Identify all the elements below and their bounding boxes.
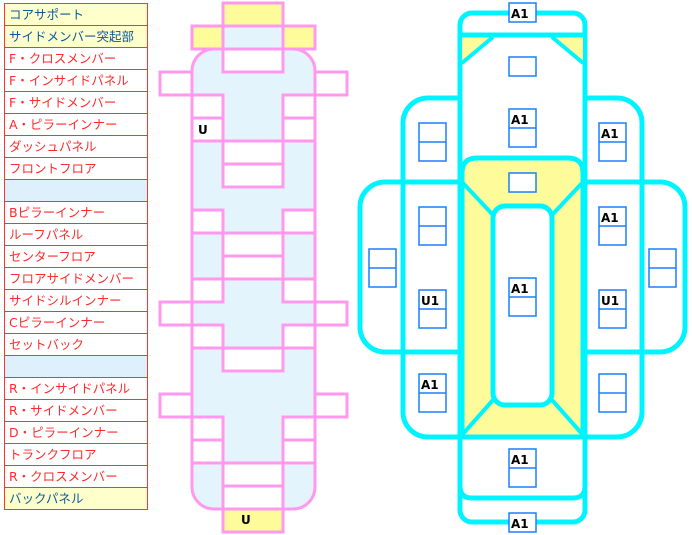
label-box [508,2,537,23]
label-box [508,172,537,193]
part-name: A・ピラーインナー [4,113,148,136]
part-name [4,355,148,378]
damage-label: A1 [511,7,529,21]
part-name: Bピラーインナー [4,201,148,224]
part-name: Cピラーインナー [4,311,148,334]
frame-cell [190,277,225,304]
frame-cell [190,116,225,143]
diagonal [460,35,495,65]
damage-label: A1 [511,282,529,296]
table-row: A・ピラーインナー [4,113,148,136]
frame-cell [313,300,349,327]
frame-cell [158,392,194,419]
damage-label: A1 [511,517,529,531]
table-row: Bピラーインナー [4,201,148,224]
table-row: コアサポート [4,3,148,26]
frame-cell [313,70,349,97]
frame-cell [221,254,285,281]
diagonal [550,180,585,217]
frame-cell [281,116,317,143]
rear-section [457,437,588,501]
frame-cell [281,24,317,51]
label-box [508,512,537,533]
part-name: ルーフパネル [4,223,148,246]
part-name: フロントフロア [4,157,148,180]
frame-cell [281,277,317,304]
diagonal [460,398,495,437]
frame-cell [281,208,317,235]
part-name: コアサポート [4,3,148,26]
table-row: フロントフロア [4,157,148,180]
damage-label: A1 [601,211,619,225]
frame-cell [221,346,285,373]
part-name: バックパネル [4,487,148,510]
diagonal [460,180,495,217]
damage-label: U1 [421,294,439,308]
table-row: セットバック [4,333,148,356]
frame-mark: U [241,513,251,527]
table-row: サイドメンバー突起部 [4,25,148,48]
damage-label: A1 [511,113,529,127]
frame-cell [190,323,225,350]
diagonal [550,35,585,65]
frame-cell [190,208,225,235]
frame-cell [281,438,317,465]
table-row [4,355,148,378]
damage-label: U1 [601,294,619,308]
frame-cell [313,392,349,419]
frame-cell [190,438,225,465]
frame-cell [158,70,194,97]
damage-label: A1 [601,127,619,141]
frame-mark: U [198,123,208,137]
part-name: セットバック [4,333,148,356]
diagonal [550,398,585,437]
frame-cell [158,300,194,327]
part-name: サイドメンバー突起部 [4,25,148,48]
frame-cell [221,507,285,534]
frame-cell [281,323,317,350]
damage-label: A1 [421,378,439,392]
table-row: D・ピラーインナー [4,421,148,444]
label-box [508,56,537,77]
table-row: ルーフパネル [4,223,148,246]
table-row: Cピラーインナー [4,311,148,334]
part-name: D・ピラーインナー [4,421,148,444]
table-row: バックパネル [4,487,148,510]
frame-cell [221,162,285,189]
frame-cell [221,47,285,74]
damage-label: A1 [511,453,529,467]
